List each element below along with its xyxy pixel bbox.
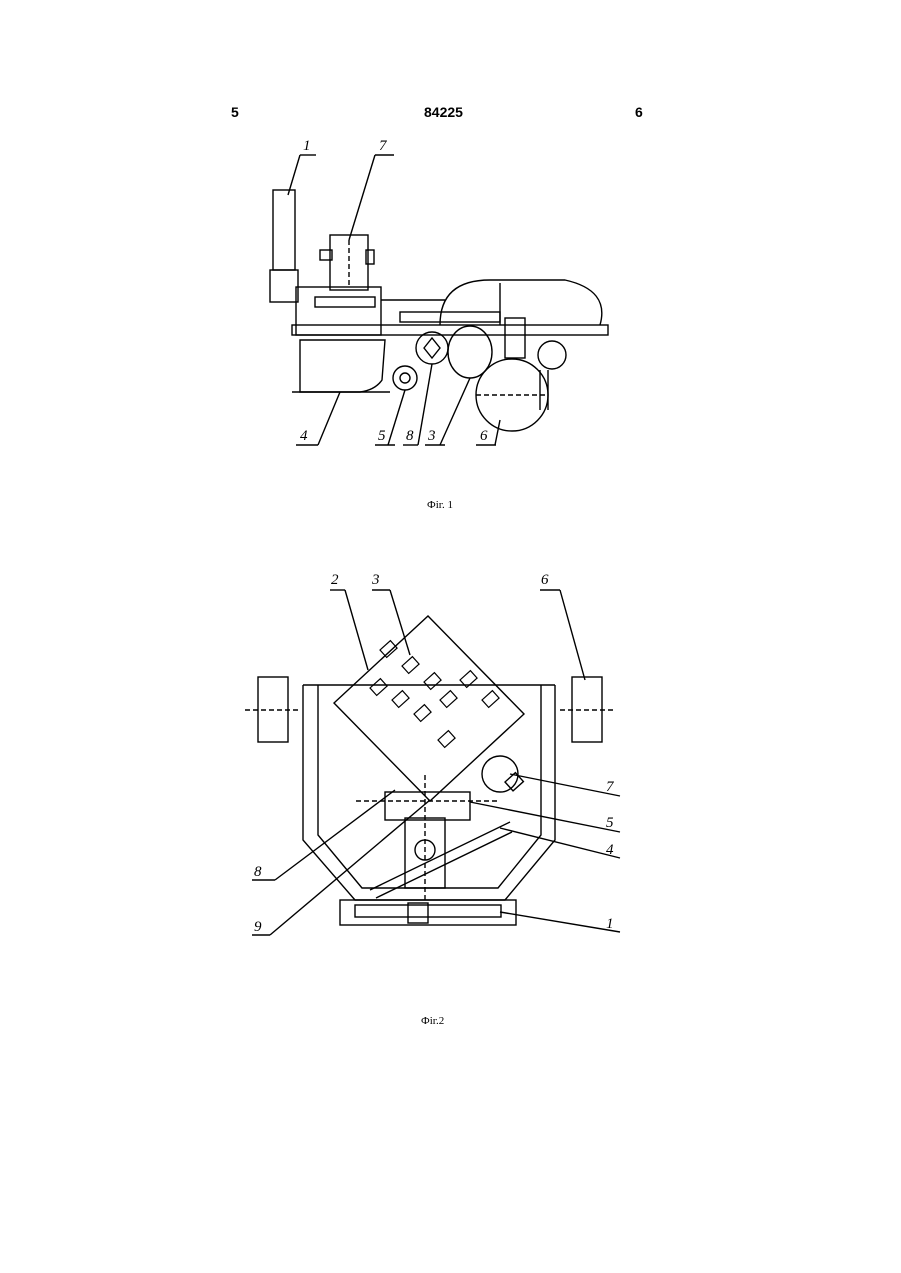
figure-2-caption: Фiг.2 [421,1015,444,1027]
figure-1-caption: Фiг. 1 [427,499,453,511]
fig2-label-1: 1 [606,916,614,933]
figure-1-drawing [0,0,901,520]
fig1-label-7: 7 [379,138,387,155]
fig2-label-8: 8 [254,864,262,881]
figure-2: 2 3 6 7 5 4 8 9 1 [0,560,901,960]
fig1-label-8: 8 [406,428,414,445]
figure-2-drawing [0,560,901,960]
fig2-label-4: 4 [606,842,614,859]
fig2-label-9: 9 [254,919,262,936]
fig1-label-5: 5 [378,428,386,445]
fig1-label-3: 3 [428,428,436,445]
fig2-label-2: 2 [331,572,339,589]
fig2-label-6: 6 [541,572,549,589]
fig1-label-6: 6 [480,428,488,445]
fig1-label-1: 1 [303,138,311,155]
fig2-label-3: 3 [372,572,380,589]
fig1-label-4: 4 [300,428,308,445]
figure-1: 1 7 4 5 8 3 6 [0,0,901,520]
fig2-label-7: 7 [606,779,614,796]
fig2-label-5: 5 [606,815,614,832]
